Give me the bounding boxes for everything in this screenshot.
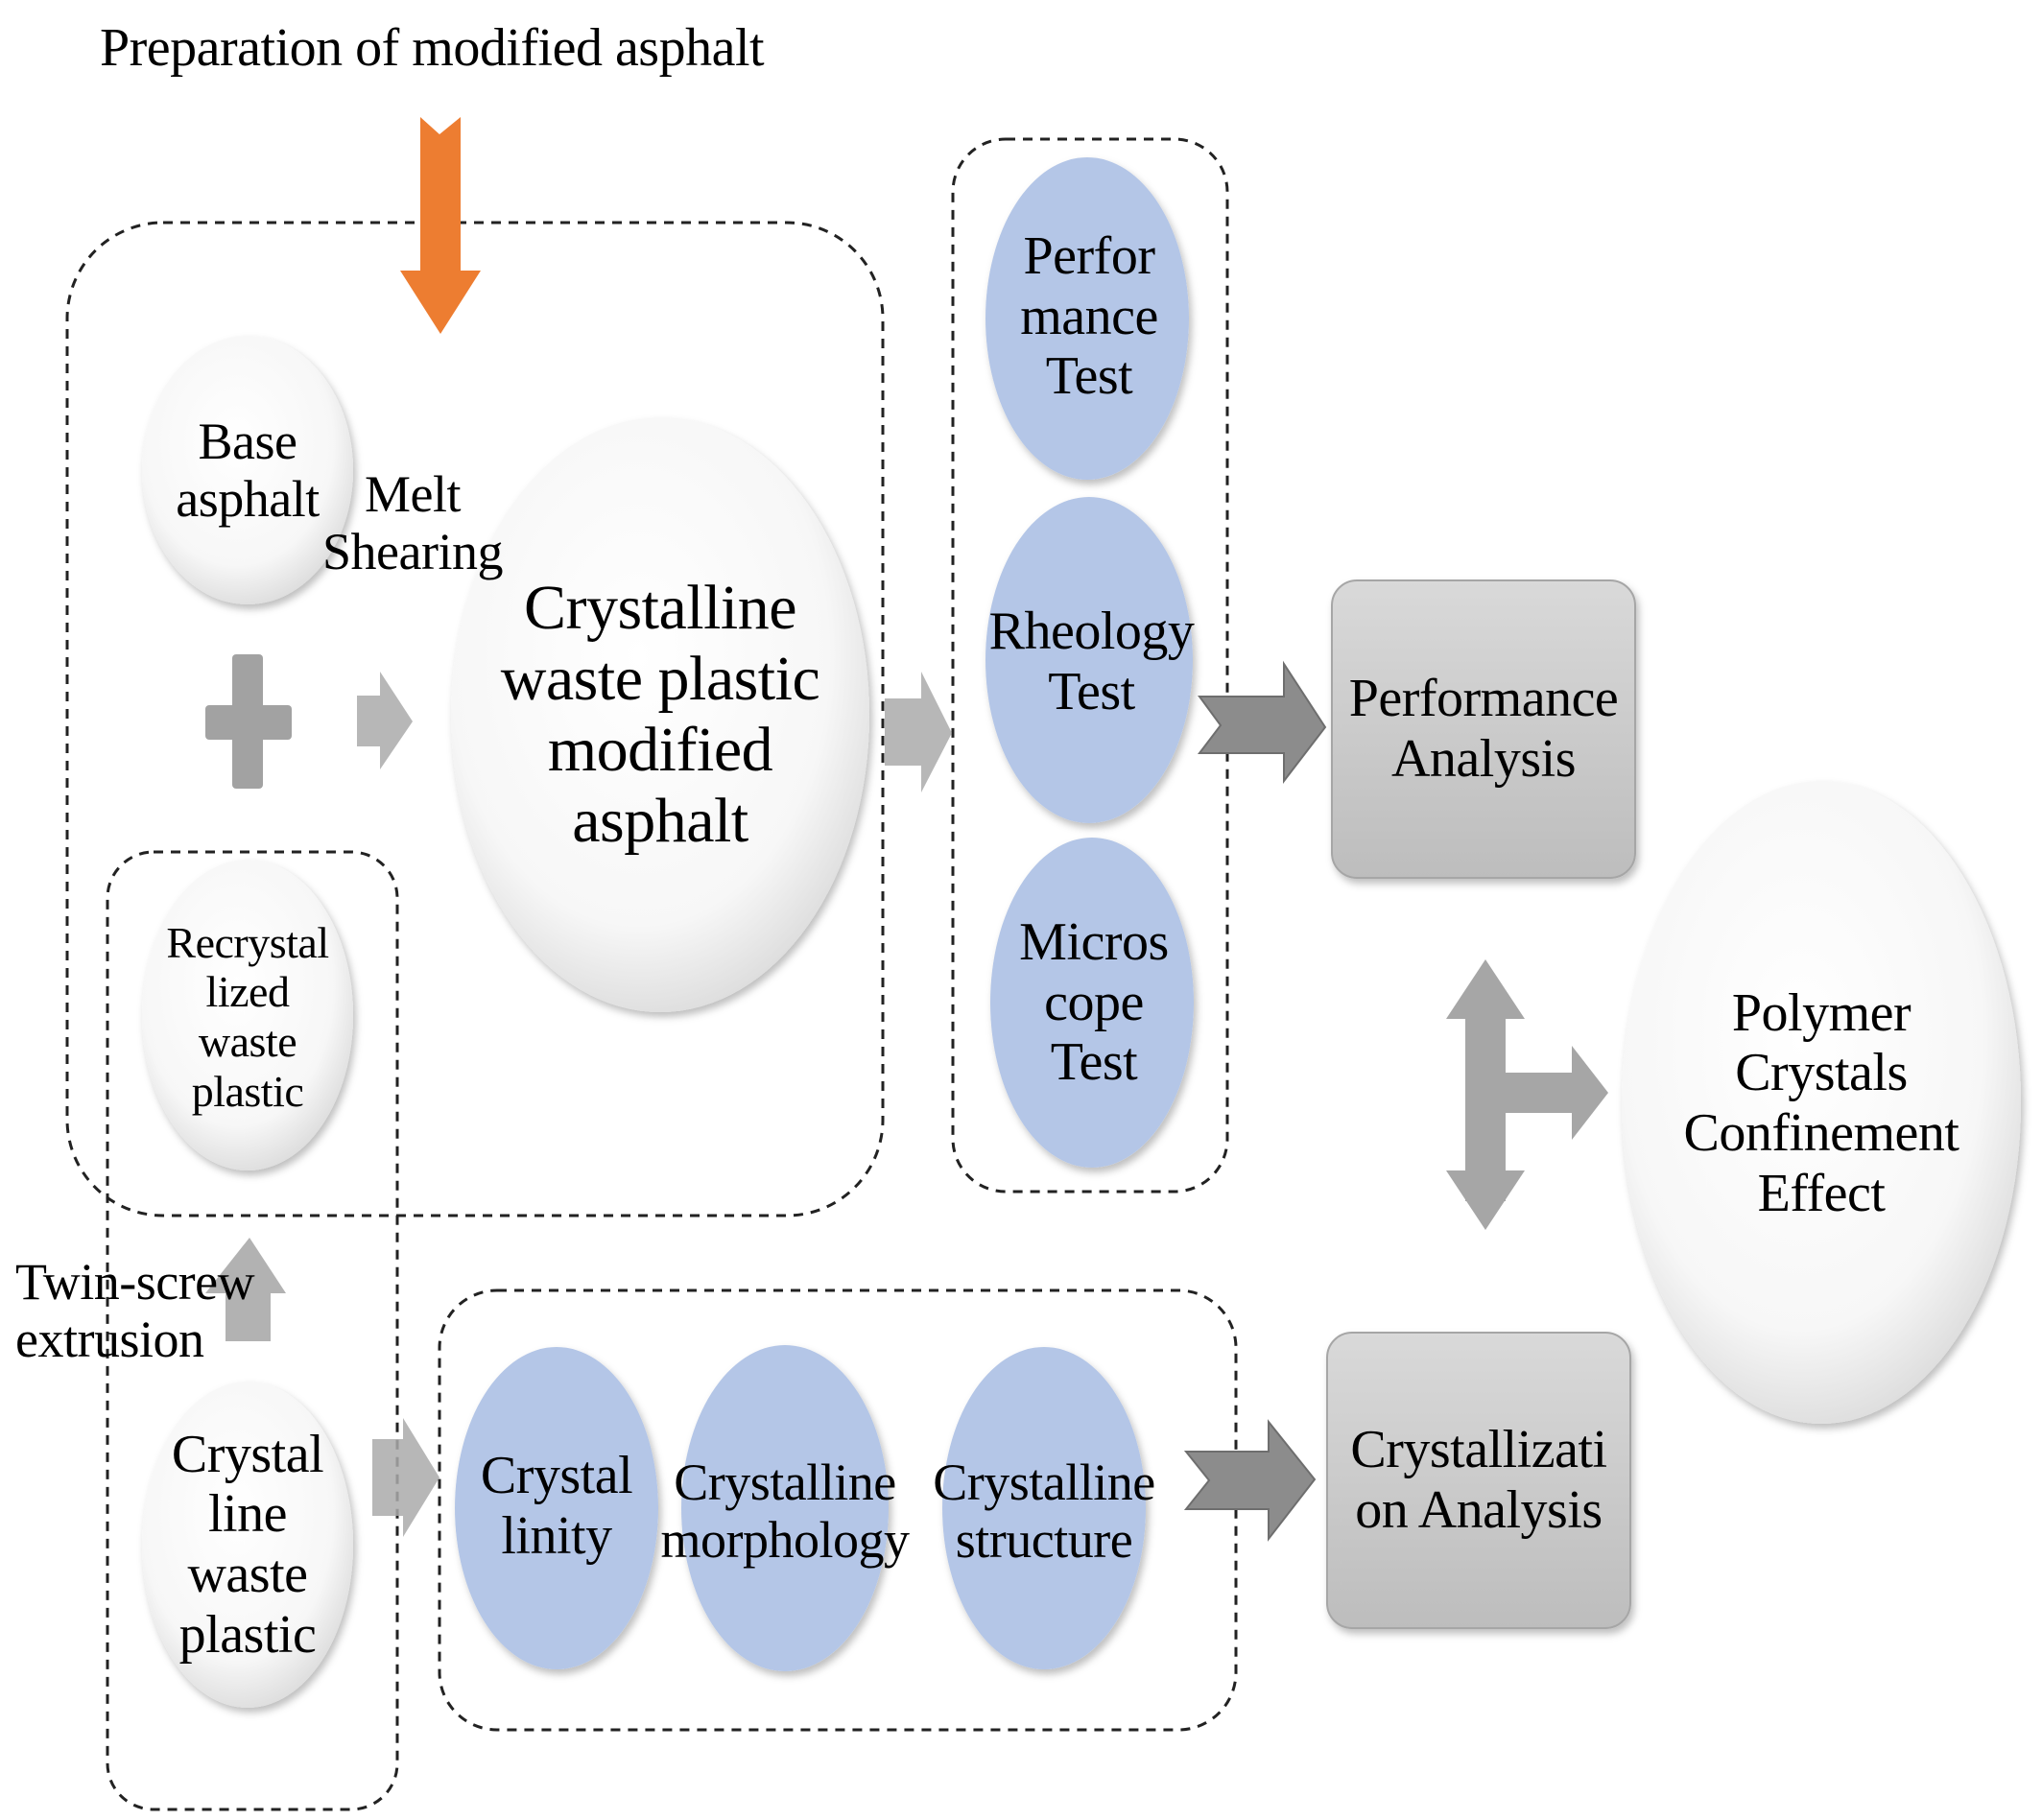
polymer-effect-label: Polymer Crystals Confinement Effect xyxy=(1683,982,1959,1223)
crystalline-morphology-node xyxy=(681,1345,889,1671)
tests-group-border xyxy=(951,137,1229,1194)
performance-analysis-box xyxy=(1331,579,1636,879)
small-right-arrow-icon xyxy=(357,672,413,769)
crystallinity-node xyxy=(455,1347,658,1669)
extrusion-to-crystal-arrow-icon xyxy=(372,1418,439,1537)
twin-screw-up-arrow-icon xyxy=(205,1238,286,1341)
twin-screw-label: Twin-screw extrusion xyxy=(15,1252,255,1368)
microscope-test-node xyxy=(990,838,1194,1168)
performance-analysis-label: Performance Analysis xyxy=(1348,669,1619,789)
tri-direction-arrow-icon xyxy=(1446,959,1608,1230)
orange-down-arrow-icon xyxy=(400,117,481,334)
performance-test-node xyxy=(985,157,1189,480)
tests-to-performance-analysis-arrow-icon xyxy=(1197,660,1327,784)
melt-shearing-label: Melt Shearing xyxy=(322,464,503,580)
page-title: Preparation of modified asphalt xyxy=(100,17,765,78)
crystal-to-crystallization-analysis-arrow-icon xyxy=(1183,1419,1317,1542)
base-asphalt-node xyxy=(142,336,353,604)
crystalline-waste-label: Crystal line waste plastic xyxy=(171,1424,324,1665)
crystalline-structure-node xyxy=(942,1347,1146,1669)
cwpma-label: Crystalline waste plastic modified aspha… xyxy=(500,573,820,856)
recrystallized-node xyxy=(142,860,353,1170)
base-asphalt-label: Base asphalt xyxy=(176,412,320,528)
rheology-test-node xyxy=(985,497,1193,823)
crystallinity-label: Crystal linity xyxy=(480,1446,633,1566)
crystalline-waste-node xyxy=(142,1382,353,1708)
crystalline-structure-label: Crystalline structure xyxy=(933,1453,1155,1569)
polymer-effect-node xyxy=(1622,781,2021,1424)
cwpma-to-tests-arrow-icon xyxy=(885,672,952,792)
crystallization-analysis-box xyxy=(1326,1332,1631,1629)
performance-test-label: Perfor mance Test xyxy=(1020,225,1158,407)
plus-icon xyxy=(205,654,292,789)
recrystallized-label: Recrystal lized waste plastic xyxy=(166,917,329,1116)
crystallization-analysis-label: Crystallizati on Analysis xyxy=(1350,1420,1607,1540)
cwpma-node xyxy=(451,417,869,1012)
rheology-test-label: Rheology Test xyxy=(988,602,1195,721)
microscope-test-label: Micros cope Test xyxy=(1019,911,1169,1093)
prep-group-border xyxy=(65,221,885,1217)
crystalline-morphology-label: Crystalline morphology xyxy=(660,1453,911,1569)
